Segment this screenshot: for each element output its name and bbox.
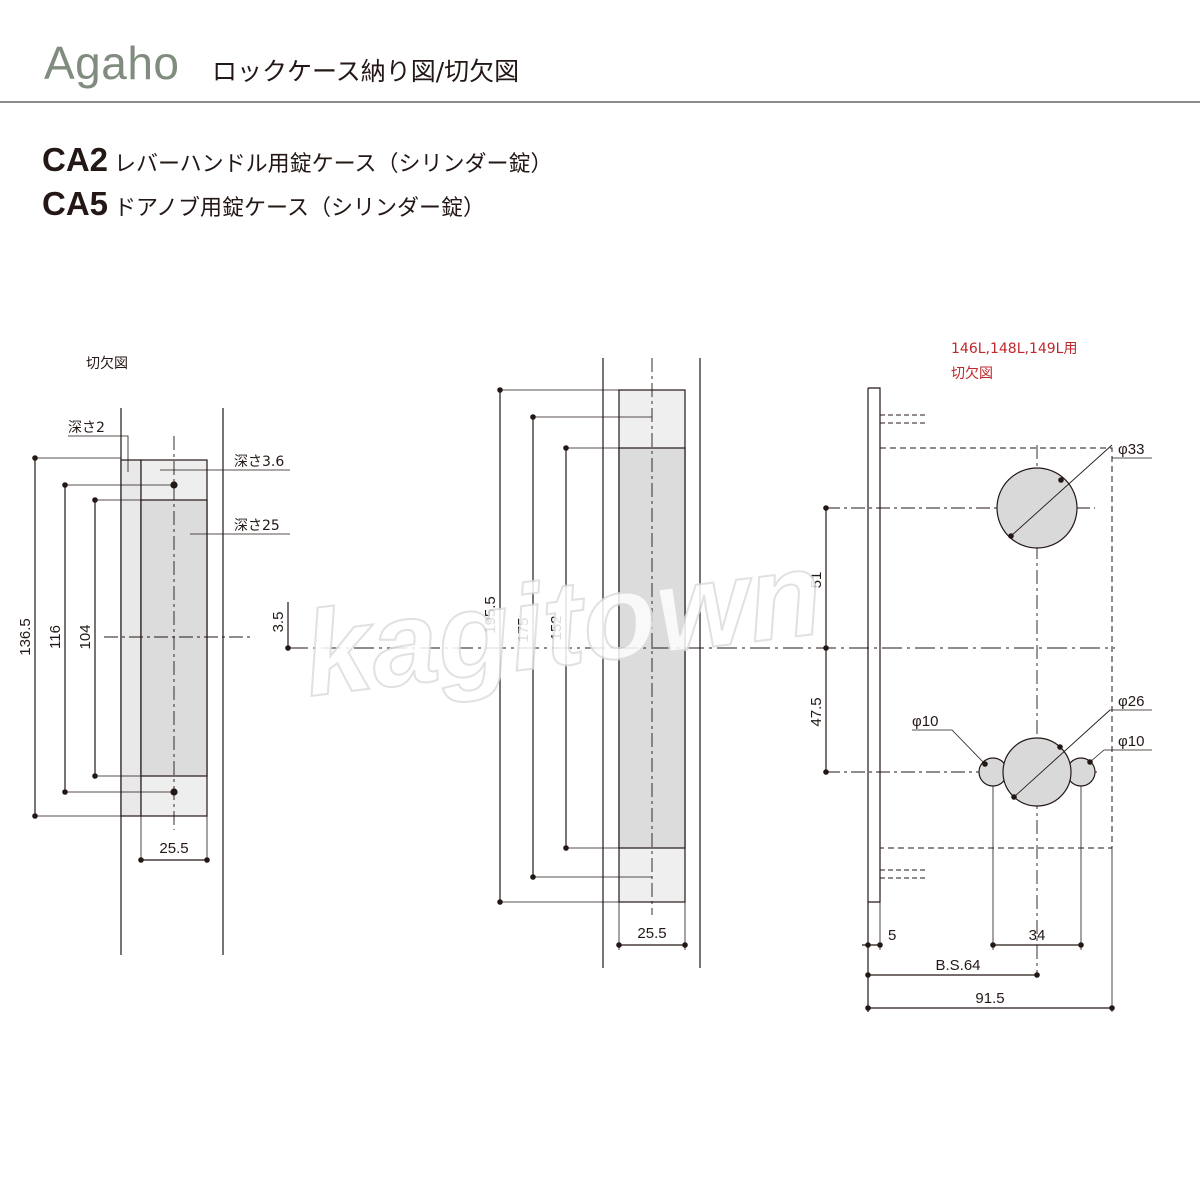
cutout-view-title: 切欠図 xyxy=(86,356,128,372)
dimension-width: 25.5 xyxy=(637,925,666,942)
watermark: kagitown xyxy=(296,526,828,722)
dimension-overall: 195.5 xyxy=(482,596,499,634)
dimension-width: 25.5 xyxy=(159,840,188,857)
dimension-screw-pitch: 116 xyxy=(47,625,64,649)
door-view-labels: 146L,148L,149L用 切欠図 φ33 φ26 φ10 φ10 51 4… xyxy=(808,341,1144,1007)
dimension-small-hole-right: φ10 xyxy=(1118,733,1144,750)
cutout-view-labels: 深さ2 深さ3.6 深さ25 136.5 116 104 25.5 3.5 xyxy=(17,420,287,857)
dimension-backset: B.S.64 xyxy=(935,957,980,974)
model-description: ドアノブ用錠ケース（シリンダー錠） xyxy=(114,196,485,221)
header-divider xyxy=(0,101,1200,103)
case-view xyxy=(288,358,1115,968)
dimension-upper-hole: φ33 xyxy=(1118,441,1144,458)
case-view-labels: 195.5 175 152 25.5 xyxy=(482,596,667,942)
model-code: CA5 xyxy=(42,185,109,222)
dimension-lower-distance: 47.5 xyxy=(808,697,825,726)
dimension-offset: 3.5 xyxy=(270,612,287,633)
page-title: ロックケース納り図/切欠図 xyxy=(212,57,520,86)
brand-logo: Agaho xyxy=(44,37,180,89)
dimension-small-hole-left: φ10 xyxy=(912,713,938,730)
cutout-view: 切欠図 xyxy=(32,356,291,955)
model-description: レバーハンドル用錠ケース（シリンダー錠） xyxy=(114,152,553,177)
depth-label: 深さ25 xyxy=(234,518,280,534)
depth-label: 深さ3.6 xyxy=(234,454,284,470)
dimension-overall-width: 91.5 xyxy=(975,990,1004,1007)
dimension-upper-distance: 51 xyxy=(808,572,825,589)
door-view-title: 146L,148L,149L用 xyxy=(951,341,1077,357)
dimension-lower-hole: φ26 xyxy=(1118,693,1144,710)
dimension-edge: 5 xyxy=(888,927,896,944)
dimension-body: 152 xyxy=(548,615,565,640)
model-row-ca2: CA2 レバーハンドル用錠ケース（シリンダー錠） xyxy=(42,141,553,179)
door-view xyxy=(823,387,1152,1012)
dimension-inner: 104 xyxy=(77,624,94,649)
dimension-overall: 136.5 xyxy=(17,618,34,656)
depth-label: 深さ2 xyxy=(68,420,105,436)
dimension-small-hole-pitch: 34 xyxy=(1029,927,1046,944)
door-view-subtitle: 切欠図 xyxy=(951,366,993,382)
dimension-screw-pitch: 175 xyxy=(515,617,532,642)
model-row-ca5: CA5 ドアノブ用錠ケース（シリンダー錠） xyxy=(42,185,485,223)
model-code: CA2 xyxy=(42,141,109,178)
